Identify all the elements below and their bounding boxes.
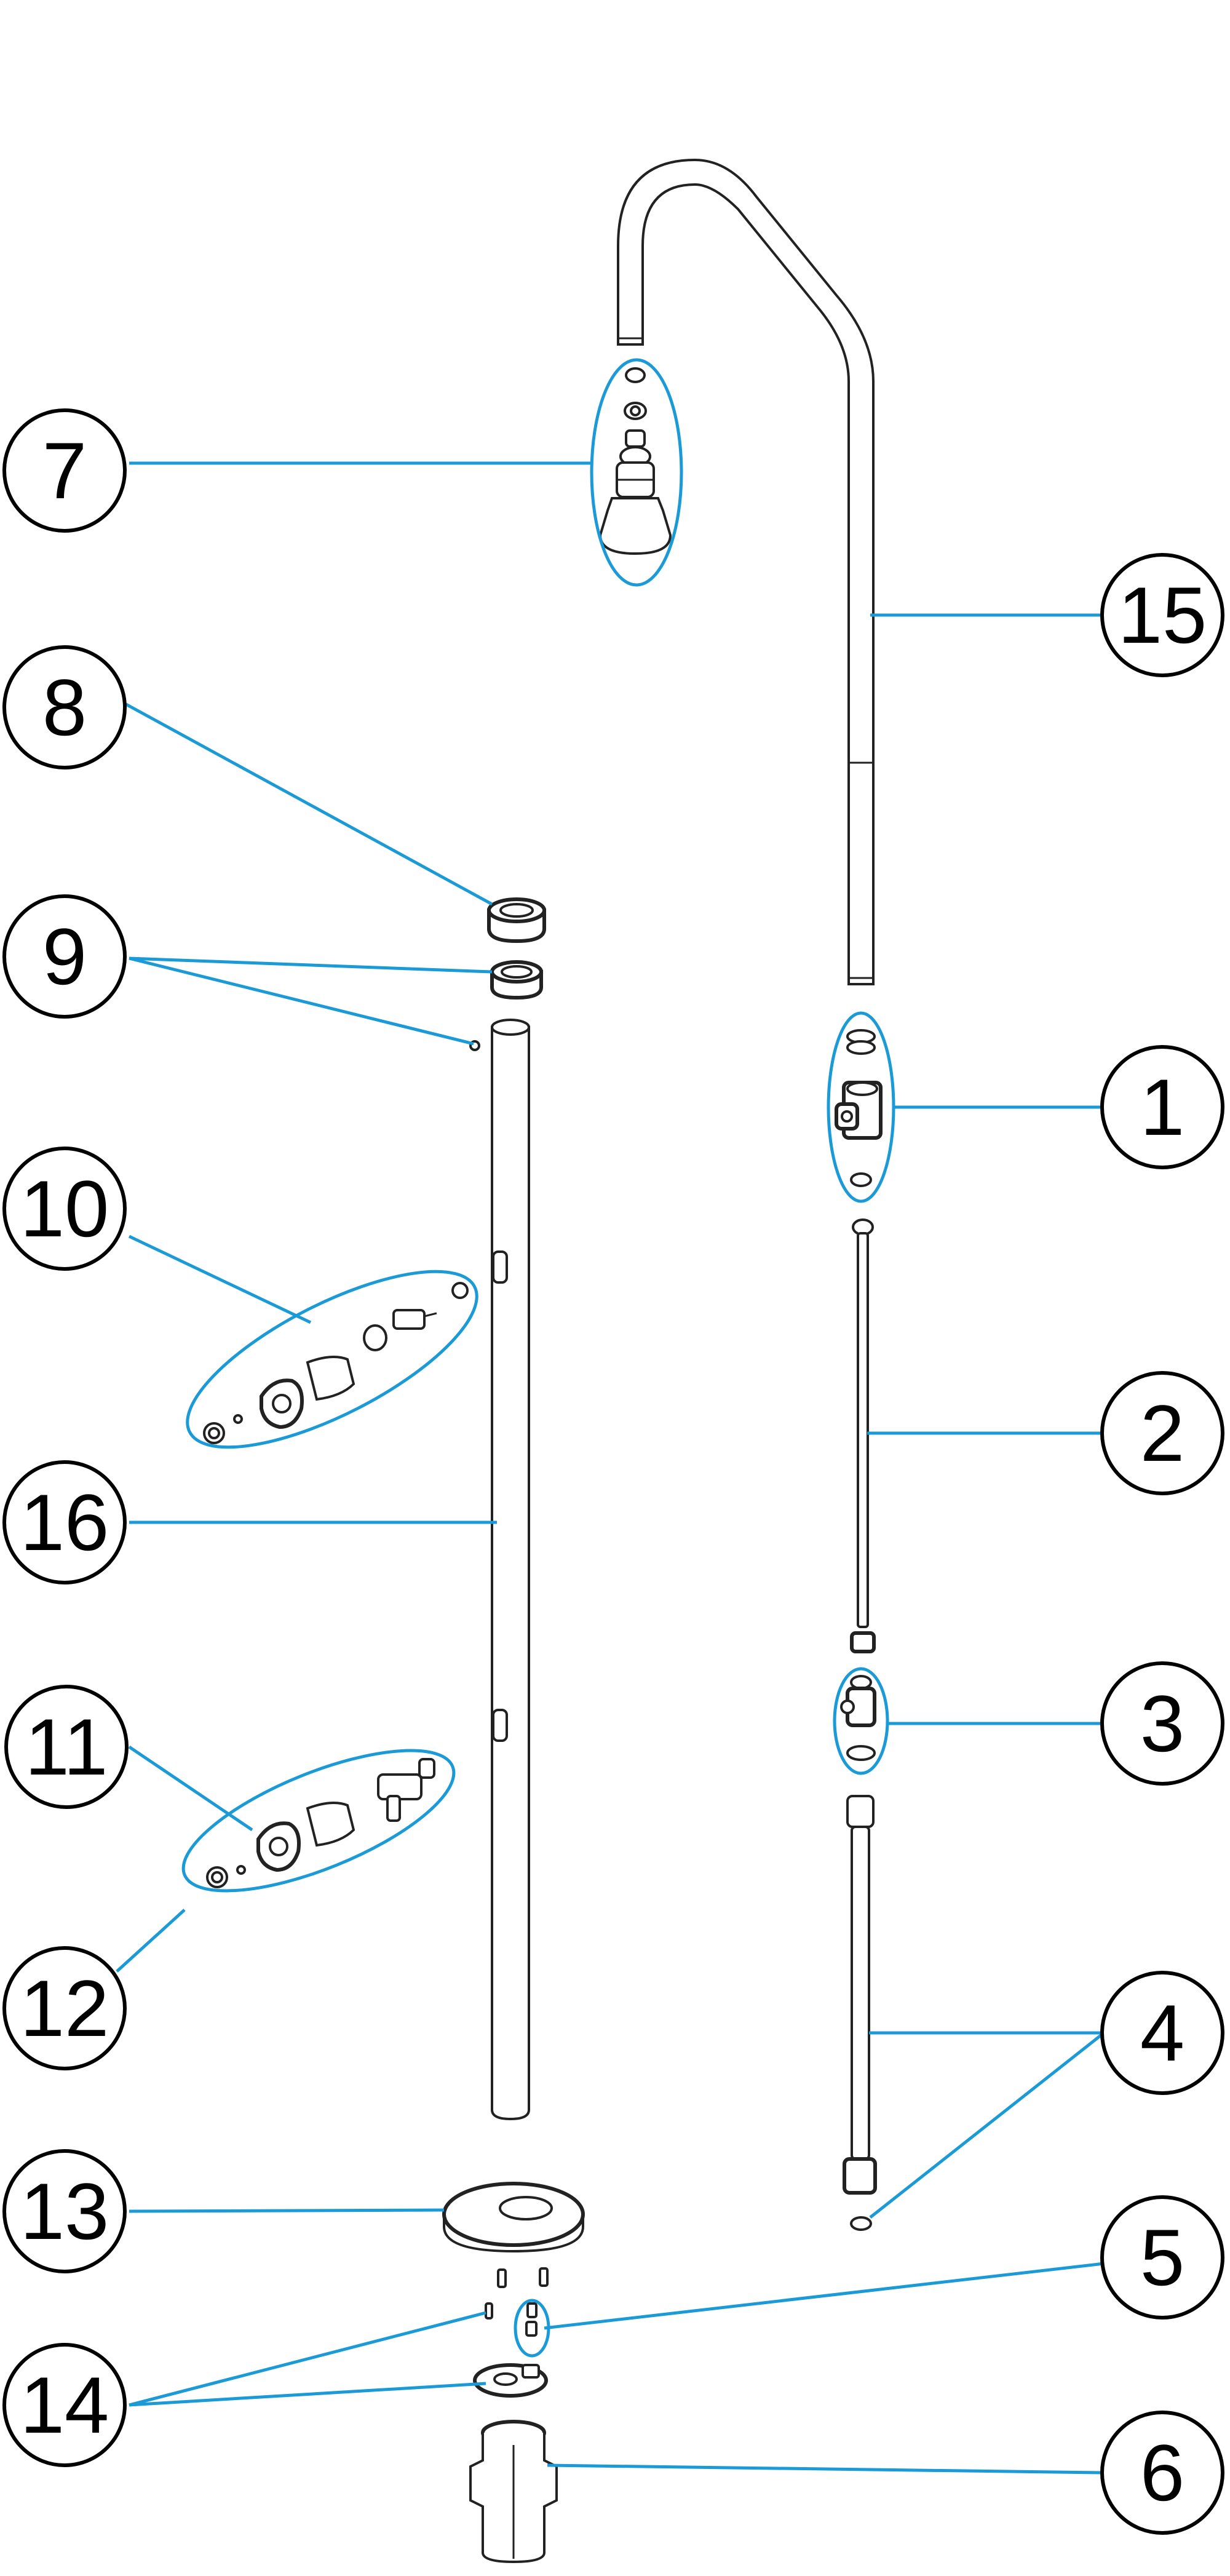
callout-4: 4 bbox=[1100, 1971, 1224, 2095]
part-7-shower-head bbox=[598, 367, 672, 555]
group-ellipse-10 bbox=[186, 1270, 478, 1449]
callout-label-13: 13 bbox=[20, 2166, 109, 2256]
callout-label-10: 10 bbox=[20, 1164, 109, 1254]
callout-6: 6 bbox=[1100, 2411, 1224, 2535]
callout-11: 11 bbox=[4, 1685, 129, 1809]
leader-13 bbox=[129, 2208, 445, 2213]
callout-3: 3 bbox=[1100, 1661, 1224, 1786]
part-2-connecting-rod bbox=[850, 1218, 876, 1653]
callout-label-9: 9 bbox=[42, 912, 87, 1001]
leader-6 bbox=[547, 2463, 1103, 2475]
part-6-floor-anchor bbox=[469, 2420, 558, 2564]
part-1-tee-fitting bbox=[835, 1029, 883, 1187]
callout-label-7: 7 bbox=[42, 426, 87, 515]
callout-label-6: 6 bbox=[1140, 2428, 1184, 2518]
leader-9b bbox=[129, 956, 474, 1046]
group-ellipse-3 bbox=[833, 1667, 889, 1775]
part-13-base-flange bbox=[442, 2182, 585, 2253]
part-10-valve-assembly bbox=[203, 1282, 469, 1444]
leader-lines bbox=[116, 461, 1105, 2475]
leader-14b bbox=[129, 2382, 486, 2407]
group-ellipse-7 bbox=[590, 358, 683, 587]
callout-13: 13 bbox=[2, 2149, 127, 2273]
leader-14a bbox=[129, 2311, 486, 2407]
callout-label-11: 11 bbox=[25, 1702, 108, 1792]
callout-label-1: 1 bbox=[1140, 1062, 1184, 1152]
callout-label-3: 3 bbox=[1140, 1679, 1184, 1768]
leader-12 bbox=[116, 1909, 186, 1973]
callout-label-2: 2 bbox=[1140, 1388, 1184, 1478]
part-16-stand-pipe bbox=[491, 1019, 530, 2121]
callout-label-14: 14 bbox=[20, 2360, 109, 2450]
part-4-lower-pipe bbox=[843, 1795, 877, 2231]
leader-11 bbox=[128, 1745, 253, 1832]
leader-10 bbox=[128, 1234, 312, 1324]
leader-4b bbox=[869, 2032, 1105, 2219]
callout-15: 15 bbox=[1100, 553, 1224, 677]
callout-10: 10 bbox=[2, 1147, 127, 1271]
callout-9: 9 bbox=[2, 894, 127, 1019]
callout-label-16: 16 bbox=[20, 1477, 109, 1567]
leader-9a bbox=[129, 956, 493, 974]
part-15-riser-pipe bbox=[617, 158, 875, 985]
callout-14: 14 bbox=[2, 2343, 127, 2467]
callout-16: 16 bbox=[2, 1460, 127, 1584]
part-8-collar bbox=[487, 897, 546, 944]
callout-12: 12 bbox=[2, 1946, 127, 2070]
callout-2: 2 bbox=[1100, 1371, 1224, 1495]
callout-label-8: 8 bbox=[42, 662, 87, 752]
part-14-mounting-hardware bbox=[473, 2267, 549, 2398]
callout-8: 8 bbox=[2, 645, 127, 769]
part-11-valve-assembly bbox=[206, 1758, 435, 1888]
callout-label-15: 15 bbox=[1118, 570, 1207, 660]
callout-label-4: 4 bbox=[1140, 1988, 1184, 2078]
callout-7: 7 bbox=[2, 408, 127, 533]
leader-8 bbox=[125, 702, 493, 906]
callout-1: 1 bbox=[1100, 1045, 1224, 1169]
callout-5: 5 bbox=[1100, 2195, 1224, 2320]
callout-label-5: 5 bbox=[1140, 2212, 1184, 2302]
leader-5 bbox=[544, 2262, 1105, 2330]
part-3-small-tee bbox=[840, 1675, 876, 1761]
callout-label-12: 12 bbox=[20, 1963, 109, 2053]
group-ellipse-11 bbox=[181, 1749, 456, 1893]
